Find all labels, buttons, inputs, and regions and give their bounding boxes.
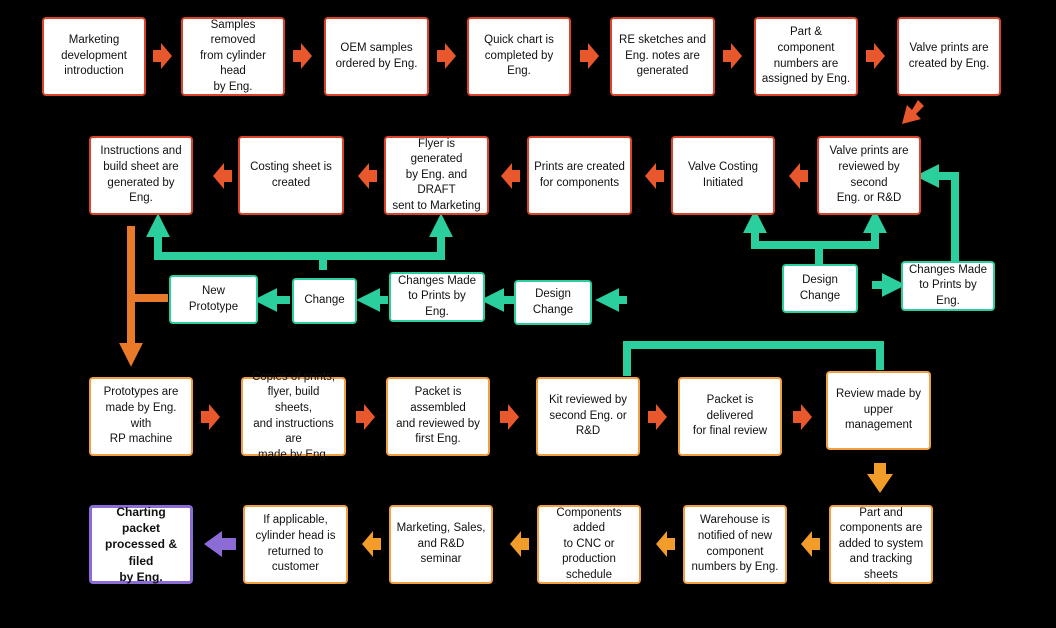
arrow-right	[648, 404, 667, 430]
step-flyer-generated: Flyer is generated by Eng. and DRAFT sen…	[384, 136, 489, 215]
arrow-left	[501, 163, 520, 189]
step-oem-samples: OEM samples ordered by Eng.	[324, 17, 429, 96]
step-cylinder-head-returned: If applicable, cylinder head is returned…	[243, 505, 348, 584]
arrow-left-final	[204, 531, 236, 557]
step-component-prints: Prints are created for components	[527, 136, 632, 215]
arrow-right	[500, 404, 519, 430]
step-seminar: Marketing, Sales, and R&D seminar	[389, 505, 493, 584]
step-valve-prints-created: Valve prints are created by Eng.	[897, 17, 1001, 96]
step-packet-assembled: Packet is assembled and reviewed by firs…	[386, 377, 490, 456]
arrow-right	[580, 43, 599, 69]
change-box: Change	[292, 278, 357, 324]
row1-arrows	[153, 43, 924, 124]
step-copies-made: Copies of prints, flyer, build sheets, a…	[241, 371, 346, 461]
arrow-left	[801, 531, 820, 557]
step-parts-added-to-system: Part and components are added to system …	[829, 505, 933, 584]
loop-line	[743, 209, 823, 264]
step-quick-chart: Quick chart is completed by Eng.	[467, 17, 571, 96]
design-change-upper: Design Change	[782, 264, 858, 313]
step-kit-reviewed: Kit reviewed by second Eng. or R&D	[536, 377, 640, 456]
arrow-left	[358, 163, 377, 189]
step-cnc-schedule: Components added to CNC or production sc…	[537, 505, 641, 584]
arrow-left	[362, 531, 381, 557]
arrow-left	[213, 163, 232, 189]
loop-line	[323, 213, 453, 260]
step-part-numbers: Part & component numbers are assigned by…	[754, 17, 858, 96]
step-marketing-introduction: Marketing development introduction	[42, 17, 146, 96]
step-instructions-build-sheet: Instructions and build sheet are generat…	[89, 136, 193, 215]
new-prototype-box: New Prototype	[169, 275, 258, 324]
loop-line	[623, 341, 884, 376]
step-samples-removed: Samples removed from cylinder head by En…	[181, 17, 285, 96]
step-prototypes-made: Prototypes are made by Eng. with RP mach…	[89, 377, 193, 456]
step-warehouse-notified: Warehouse is notified of new component n…	[683, 505, 787, 584]
loop-line	[819, 209, 887, 249]
step-charting-packet-filed: Charting packet processed & filed by Eng…	[89, 505, 193, 584]
arrow-right	[723, 43, 742, 69]
step-re-sketches: RE sketches and Eng. notes are generated	[610, 17, 715, 96]
arrow-left	[656, 531, 675, 557]
arrow-left	[510, 531, 529, 557]
step-upper-management-review: Review made by upper management	[826, 371, 931, 450]
arrow-left	[789, 163, 808, 189]
changes-made-middle: Changes Made to Prints by Eng.	[389, 272, 485, 322]
arrow-left	[645, 163, 664, 189]
arrow-right	[293, 43, 312, 69]
arrow-right	[866, 43, 885, 69]
arrow-right	[356, 404, 375, 430]
step-valve-costing: Valve Costing Initiated	[671, 136, 775, 215]
design-change-middle: Design Change	[514, 280, 592, 325]
row4-arrows	[201, 404, 812, 430]
arrow-right	[201, 404, 220, 430]
prototype-flow	[119, 226, 168, 367]
arrow-down	[867, 463, 893, 493]
row2-arrows	[213, 163, 808, 189]
arrow-right	[437, 43, 456, 69]
teal-loop-right	[743, 164, 959, 297]
arrow-right	[793, 404, 812, 430]
teal-loop-middle	[146, 213, 884, 376]
arrow-down-left	[902, 100, 924, 124]
step-costing-sheet: Costing sheet is created	[238, 136, 344, 215]
loop-line	[146, 213, 327, 270]
arrow-right	[153, 43, 172, 69]
row5-arrows	[362, 531, 820, 557]
step-packet-delivered: Packet is delivered for final review	[678, 377, 782, 456]
changes-made-upper: Changes Made to Prints by Eng.	[901, 261, 995, 311]
step-valve-prints-reviewed: Valve prints are reviewed by second Eng.…	[817, 136, 921, 215]
loop-line	[915, 164, 959, 261]
